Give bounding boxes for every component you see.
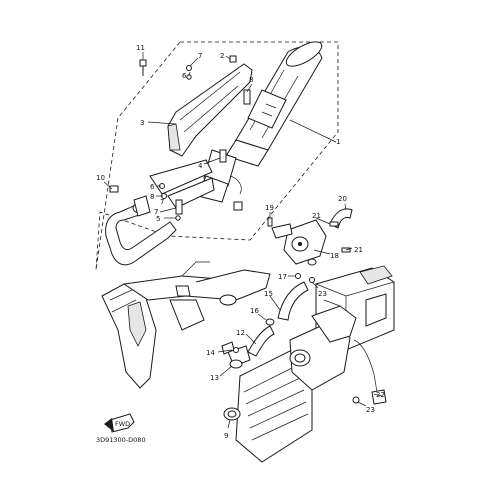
callout-8-lower: 8 bbox=[150, 193, 154, 201]
engine bbox=[235, 305, 387, 463]
hardware bbox=[109, 55, 360, 404]
hose-15 bbox=[277, 281, 309, 321]
callout-10: 10 bbox=[96, 174, 105, 182]
gasket bbox=[223, 407, 241, 421]
air-induction-valve bbox=[271, 219, 327, 266]
callout-23-lower: 23 bbox=[366, 406, 375, 414]
callout-22: 22 bbox=[376, 391, 385, 399]
muffler bbox=[197, 41, 323, 203]
callout-7-lower: 7 bbox=[160, 198, 164, 206]
callout-14: 14 bbox=[206, 349, 215, 357]
callout-17: 17 bbox=[278, 273, 287, 281]
motorcycle-frame bbox=[101, 261, 271, 389]
fwd-label: FWD bbox=[115, 420, 130, 428]
drawing-code: 3D91300-D080 bbox=[96, 436, 146, 444]
callout-12: 12 bbox=[236, 329, 245, 337]
callout-13: 13 bbox=[210, 374, 219, 382]
callout-4: 4 bbox=[198, 162, 203, 170]
heat-protector bbox=[167, 63, 253, 157]
hose-12 bbox=[247, 325, 275, 357]
callout-7-upper: 7 bbox=[198, 52, 202, 60]
callout-18: 18 bbox=[330, 252, 339, 260]
callout-9: 9 bbox=[224, 432, 228, 440]
leader-lines bbox=[103, 52, 383, 429]
callout-15: 15 bbox=[264, 290, 273, 298]
callout-8-upper: 8 bbox=[249, 76, 253, 84]
callout-6-upper: 6 bbox=[182, 72, 187, 80]
front-direction-marker: FWD bbox=[104, 413, 135, 433]
callout-6-lower: 6 bbox=[150, 183, 155, 191]
callout-23-upper: 23 bbox=[318, 290, 327, 298]
callout-labels: 11 7 6 2 8 3 1 4 10 6 8 7 5 7 20 19 21 1… bbox=[96, 44, 385, 440]
callout-5: 5 bbox=[156, 215, 160, 223]
callout-21-upper: 21 bbox=[312, 212, 321, 220]
callout-7-mid: 7 bbox=[154, 208, 158, 216]
callout-1: 1 bbox=[336, 138, 340, 146]
exhaust-pipe bbox=[105, 195, 177, 266]
callout-19: 19 bbox=[265, 204, 274, 212]
callout-21-lower: 21 bbox=[354, 246, 363, 254]
callout-16: 16 bbox=[250, 307, 259, 315]
air-pipe-fitting bbox=[221, 341, 251, 369]
callout-2: 2 bbox=[220, 52, 224, 60]
callout-20: 20 bbox=[338, 195, 347, 203]
callout-11: 11 bbox=[136, 44, 145, 52]
callout-3: 3 bbox=[140, 119, 144, 127]
